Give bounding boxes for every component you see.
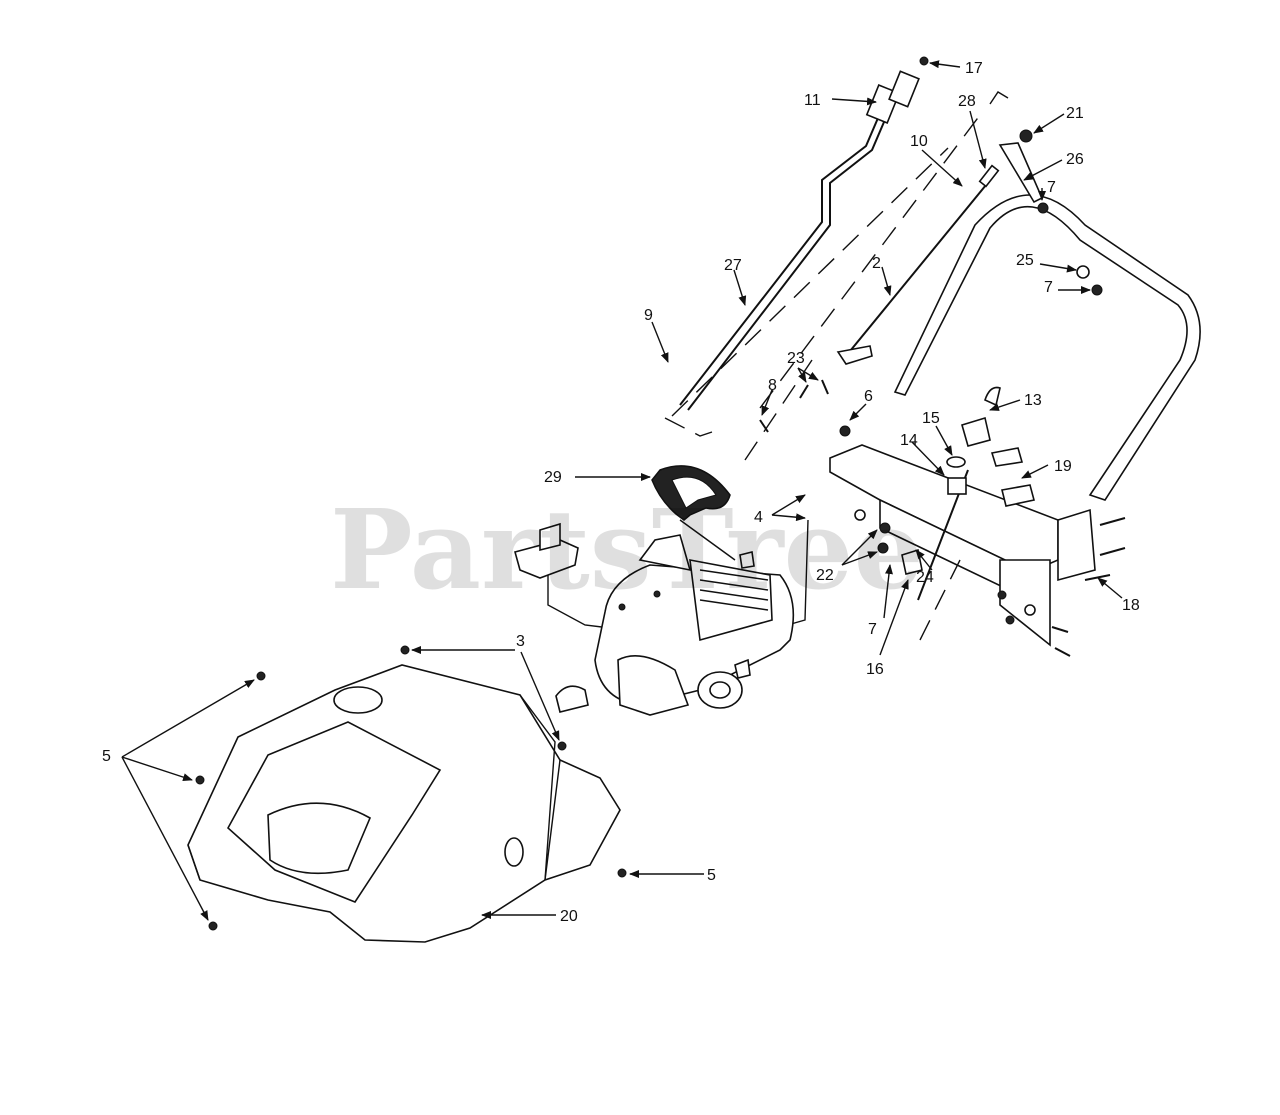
callout-19: 19 <box>1054 458 1072 475</box>
control-bracket <box>829 444 1126 657</box>
callout-8: 8 <box>768 377 777 394</box>
callout-27: 27 <box>724 257 742 274</box>
callout-22: 22 <box>816 567 834 584</box>
assembly-guide-lines <box>664 91 1009 461</box>
callout-18: 18 <box>1122 597 1140 614</box>
callout-16: 16 <box>866 661 884 678</box>
callout-labels: 17 11 28 21 10 26 7 27 2 25 7 9 23 8 6 1… <box>102 60 1140 925</box>
engine <box>594 534 795 716</box>
callout-28: 28 <box>958 93 976 110</box>
callout-23: 23 <box>787 350 805 367</box>
switch-assembly <box>901 386 1035 575</box>
callout-17: 17 <box>965 60 983 77</box>
callout-4: 4 <box>754 509 763 526</box>
callout-6: 6 <box>864 388 873 405</box>
callout-26: 26 <box>1066 151 1084 168</box>
callout-29: 29 <box>544 469 562 486</box>
throttle-control <box>514 519 809 631</box>
callout-15: 15 <box>922 410 940 427</box>
callout-14: 14 <box>900 432 918 449</box>
callout-10: 10 <box>910 133 928 150</box>
upper-handle-rail <box>679 56 929 411</box>
control-rod <box>836 164 1000 365</box>
callout-2: 2 <box>872 255 881 272</box>
callout-21: 21 <box>1066 105 1084 122</box>
callout-24: 24 <box>916 569 934 586</box>
starter-handle <box>651 465 736 561</box>
callout-20: 20 <box>560 908 578 925</box>
callout-25: 25 <box>1016 252 1034 269</box>
callout-3: 3 <box>516 633 525 650</box>
mower-deck-shroud <box>187 645 627 943</box>
callout-13: 13 <box>1024 392 1042 409</box>
callout-7: 7 <box>1047 179 1056 196</box>
callout-11: 11 <box>804 92 821 109</box>
callout-5: 5 <box>707 867 716 884</box>
watermark: PartsTree <box>330 485 924 614</box>
callout-5: 5 <box>102 748 111 765</box>
lower-handle-loop <box>893 129 1201 501</box>
callout-9: 9 <box>644 307 653 324</box>
small-fasteners <box>759 379 851 437</box>
leader-lines <box>121 60 1123 921</box>
callout-7: 7 <box>1044 279 1053 296</box>
callout-7: 7 <box>868 621 877 638</box>
